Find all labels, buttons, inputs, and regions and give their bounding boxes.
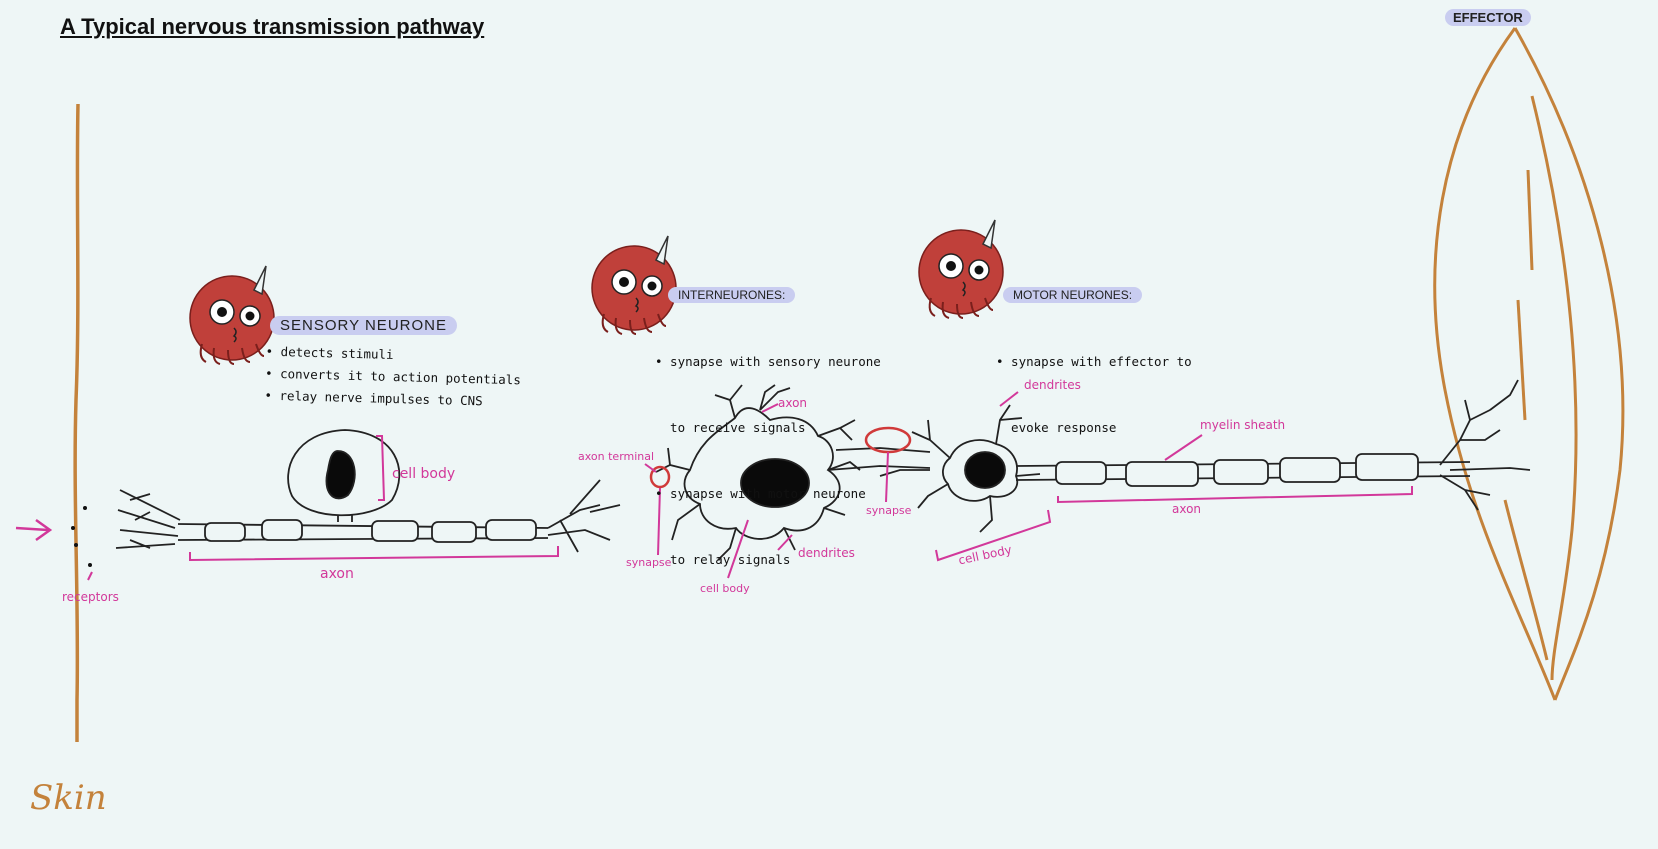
effector-label: EFFECTOR xyxy=(1445,9,1531,26)
motor-axon-label: axon xyxy=(1172,502,1202,516)
dendrites-inter-pointer xyxy=(777,534,793,551)
interneurone xyxy=(655,384,861,561)
note-line: to relay signals xyxy=(655,552,791,567)
receptors-pointer xyxy=(87,571,93,581)
motor-notes: • synapse with effector to evoke respons… xyxy=(996,307,1192,461)
sensory-neurone xyxy=(115,429,621,553)
sensory-cell-body-label: cell body xyxy=(392,466,456,482)
myelin-sheath-label: myelin sheath xyxy=(1200,418,1286,432)
dendrites-motor-pointer xyxy=(999,391,1019,407)
receptor-dots xyxy=(71,506,92,567)
axon-inter-label: axon xyxy=(778,396,808,410)
receptors-label: receptors xyxy=(62,590,119,604)
cell-body-inter-label: cell body xyxy=(700,582,750,595)
motor-axon-bracket xyxy=(1057,486,1413,504)
synapse-1-pointer xyxy=(657,487,661,556)
motor-neurone xyxy=(879,379,1531,533)
axon-terminal-pointer xyxy=(644,463,657,473)
mascot-icon xyxy=(189,265,275,365)
axon-inter-pointer xyxy=(761,403,779,413)
stimulus-arrow-icon xyxy=(15,518,53,542)
mascot-icon xyxy=(918,219,1004,319)
note-line: • synapse with sensory neurone xyxy=(655,354,881,369)
synapse-ring-1 xyxy=(649,465,671,489)
skin-label: Skin xyxy=(30,778,107,818)
sensory-axon-label: axon xyxy=(320,566,354,582)
motor-cell-body-bracket xyxy=(935,509,1052,562)
page-title: A Typical nervous transmission pathway xyxy=(60,14,485,39)
motor-heading: MOTOR NEURONES: xyxy=(1003,287,1143,303)
inter-notes: • synapse with sensory neurone to receiv… xyxy=(655,307,881,593)
inter-motor-link xyxy=(827,447,931,471)
synapse-2-label: synapse xyxy=(866,504,912,517)
note-line: to receive signals xyxy=(655,420,806,435)
sensory-cell-body-bracket xyxy=(376,435,386,501)
note-line: • synapse with motor neurone xyxy=(655,486,866,501)
synapse-2-pointer xyxy=(885,451,889,503)
axon-terminal-label: axon terminal xyxy=(578,450,655,463)
dendrites-inter-label: dendrites xyxy=(798,546,855,560)
synapse-1-label: synapse xyxy=(626,556,672,569)
inter-heading: INTERNEURONES: xyxy=(668,287,796,303)
skin-edge xyxy=(73,103,80,742)
myelin-pointer xyxy=(1164,434,1203,461)
effector-muscle xyxy=(1433,27,1625,701)
sensory-notes: • detects stimuli • converts it to actio… xyxy=(264,341,522,414)
cell-body-inter-pointer xyxy=(727,519,749,579)
sensory-heading: SENSORY NEURONE xyxy=(270,316,457,335)
note-line: • synapse with effector to xyxy=(996,354,1192,369)
dendrites-motor-label: dendrites xyxy=(1024,378,1081,392)
note-line: evoke response xyxy=(996,420,1117,435)
sensory-axon-bracket xyxy=(189,546,559,562)
